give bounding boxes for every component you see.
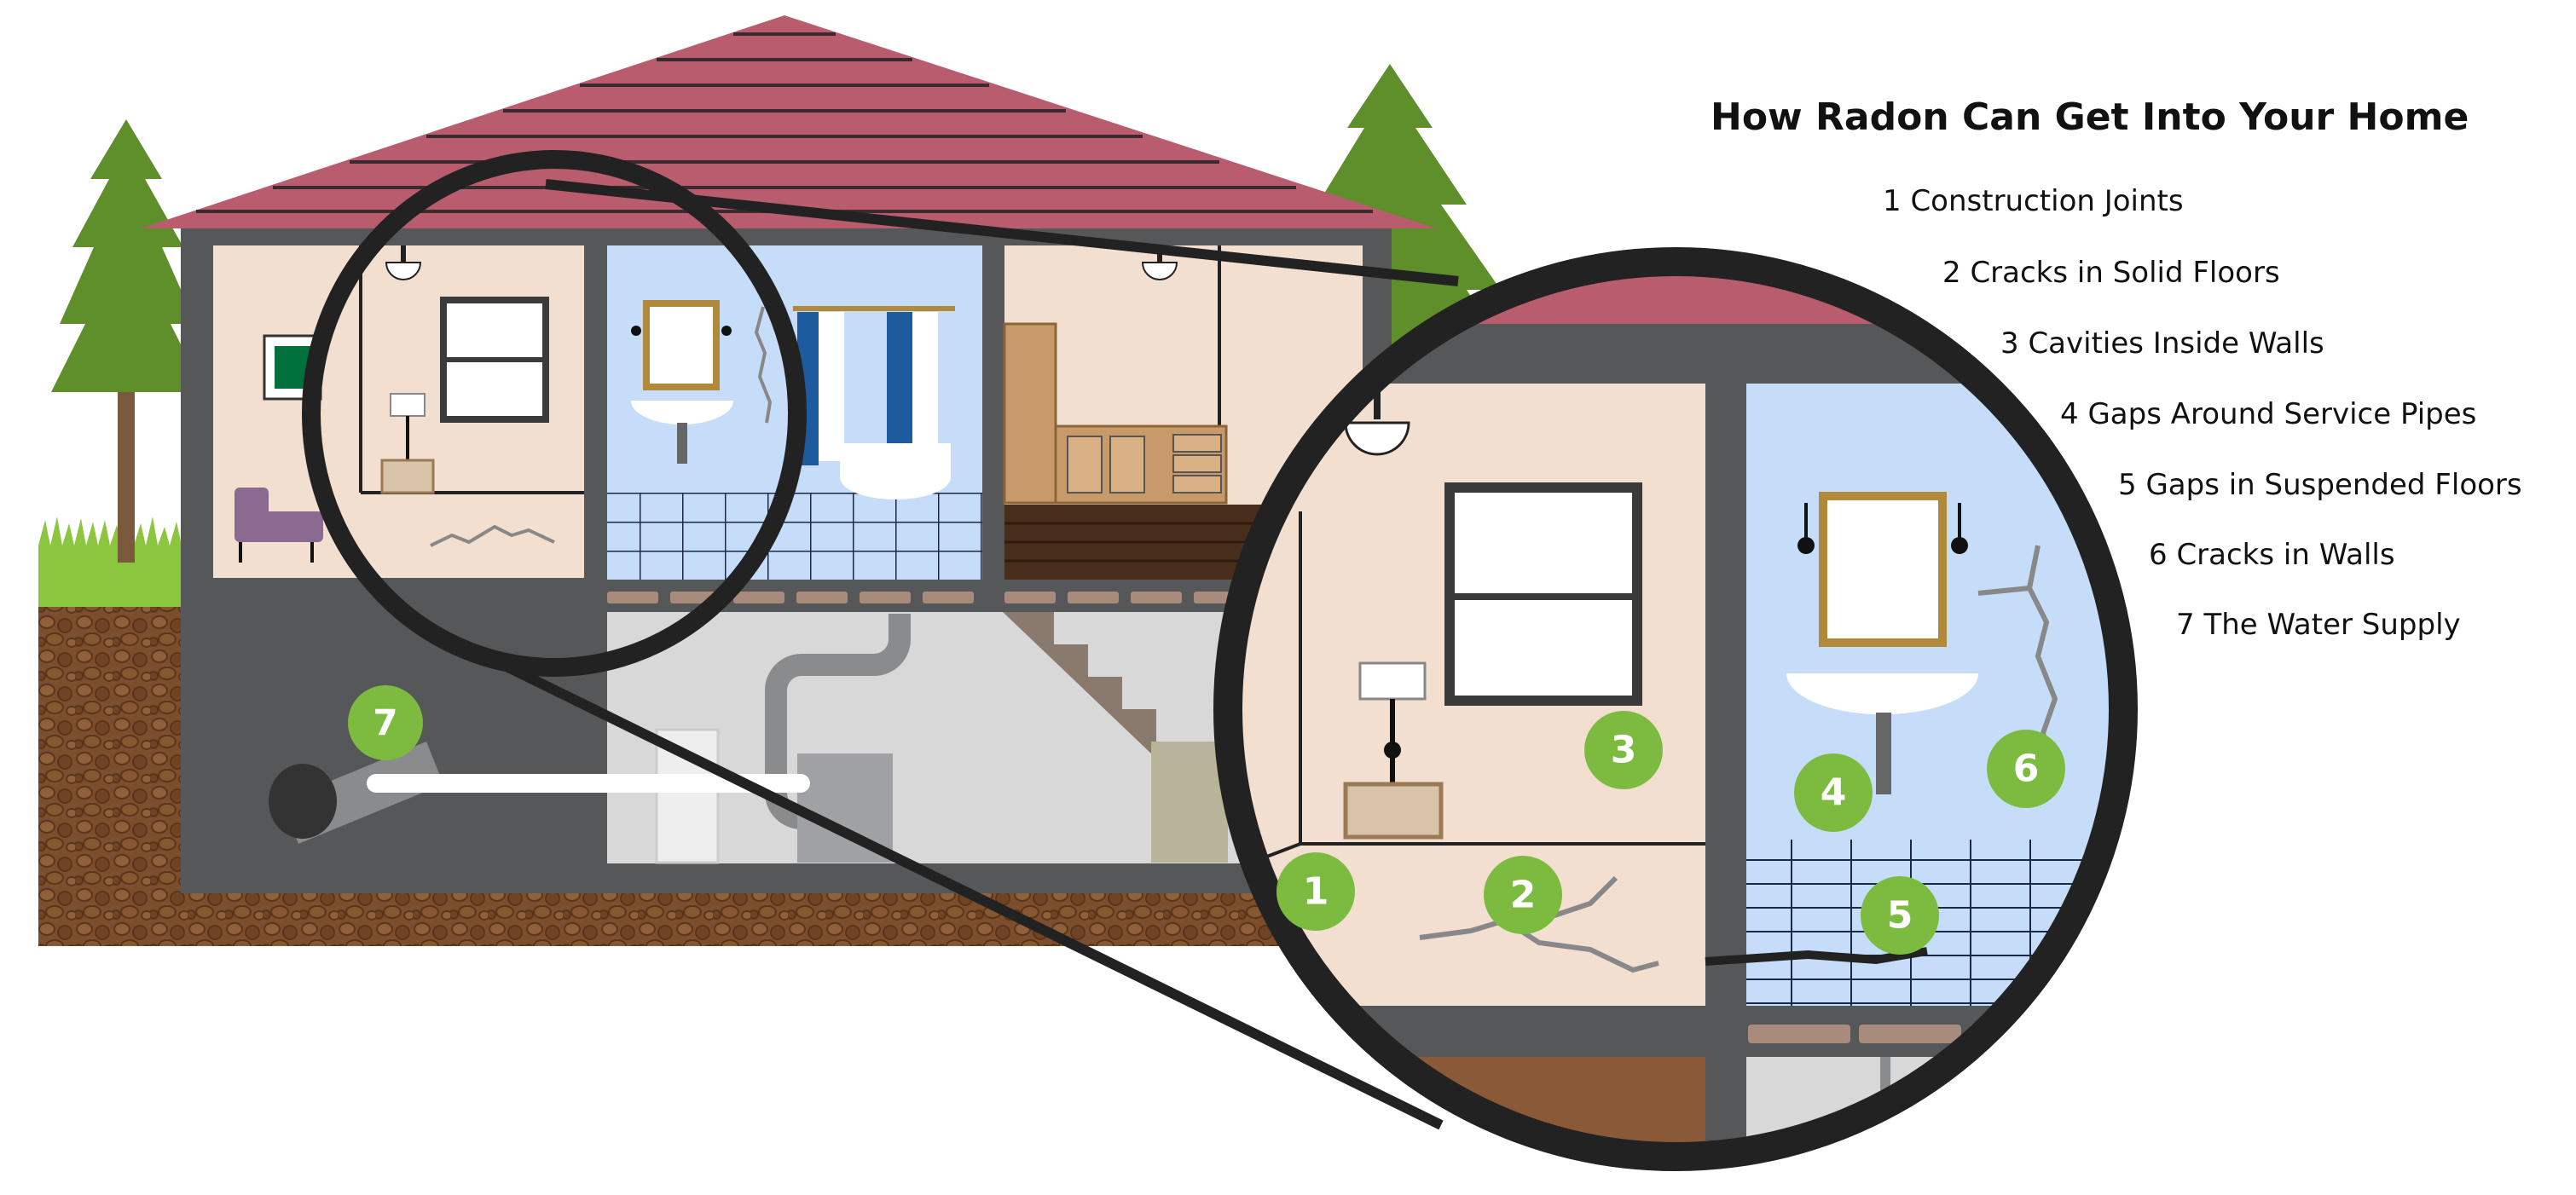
window-icon	[440, 297, 549, 423]
suspended-floor-gap	[1705, 947, 1928, 966]
svg-text:7: 7	[373, 702, 397, 744]
lamp-icon	[380, 393, 435, 494]
svg-text:3: 3	[1611, 729, 1637, 772]
grass	[38, 546, 192, 607]
bathroom-tile-floor	[607, 493, 982, 580]
shower-icon	[793, 306, 955, 499]
pipe-icon	[765, 614, 911, 829]
floor-joists	[607, 592, 1245, 603]
lamp-icon	[1344, 384, 1410, 456]
legend-item-6: 6 Cracks in Walls	[2149, 538, 2395, 572]
marker-4: 4	[1794, 753, 1873, 832]
window-icon	[1444, 482, 1642, 706]
legend-item-4: 4 Gaps Around Service Pipes	[2060, 397, 2477, 431]
water-pipe-icon	[269, 742, 810, 844]
marker-1: 1	[1276, 852, 1355, 931]
legend-item-5: 5 Gaps in Suspended Floors	[2118, 468, 2522, 502]
mirror-icon	[631, 300, 732, 390]
sink-icon	[1786, 673, 1978, 794]
diagram-title: How Radon Can Get Into Your Home	[1711, 95, 2469, 139]
grass-tufts	[38, 517, 194, 546]
marker-3: 3	[1584, 711, 1663, 789]
svg-text:2: 2	[1510, 874, 1537, 917]
cabinet-icon	[1003, 322, 1228, 505]
tree-icon	[51, 119, 205, 563]
marker-2: 2	[1484, 856, 1562, 934]
marker-6: 6	[1987, 730, 2065, 808]
staircase-icon	[1003, 612, 1228, 863]
wall-crack	[754, 306, 773, 424]
svg-text:1: 1	[1303, 870, 1329, 914]
roof	[141, 15, 1437, 228]
floor-joists	[1748, 1025, 2072, 1043]
legend-item-3: 3 Cavities Inside Walls	[2000, 326, 2324, 361]
magnifier-lens-ring	[1213, 247, 2138, 1171]
marker-5: 5	[1861, 876, 1939, 955]
svg-text:6: 6	[2013, 748, 2040, 791]
legend-item-2: 2 Cracks in Solid Floors	[1942, 256, 2280, 290]
magnifier-small-ring	[302, 150, 807, 677]
mirror-icon	[1797, 492, 1968, 647]
sink-icon	[631, 401, 733, 464]
legend-item-1: 1 Construction Joints	[1883, 184, 2184, 218]
marker-7: 7	[348, 685, 423, 760]
svg-text:4: 4	[1821, 771, 1847, 815]
wall-crack	[1977, 545, 2058, 768]
magnifier-line	[501, 660, 1444, 1130]
armchair-icon	[234, 488, 323, 563]
lamp-icon	[385, 245, 422, 280]
legend-item-7: 7 The Water Supply	[2176, 608, 2461, 642]
lamp-icon	[1343, 661, 1444, 840]
floor-crack	[430, 524, 555, 547]
svg-text:5: 5	[1887, 894, 1913, 938]
